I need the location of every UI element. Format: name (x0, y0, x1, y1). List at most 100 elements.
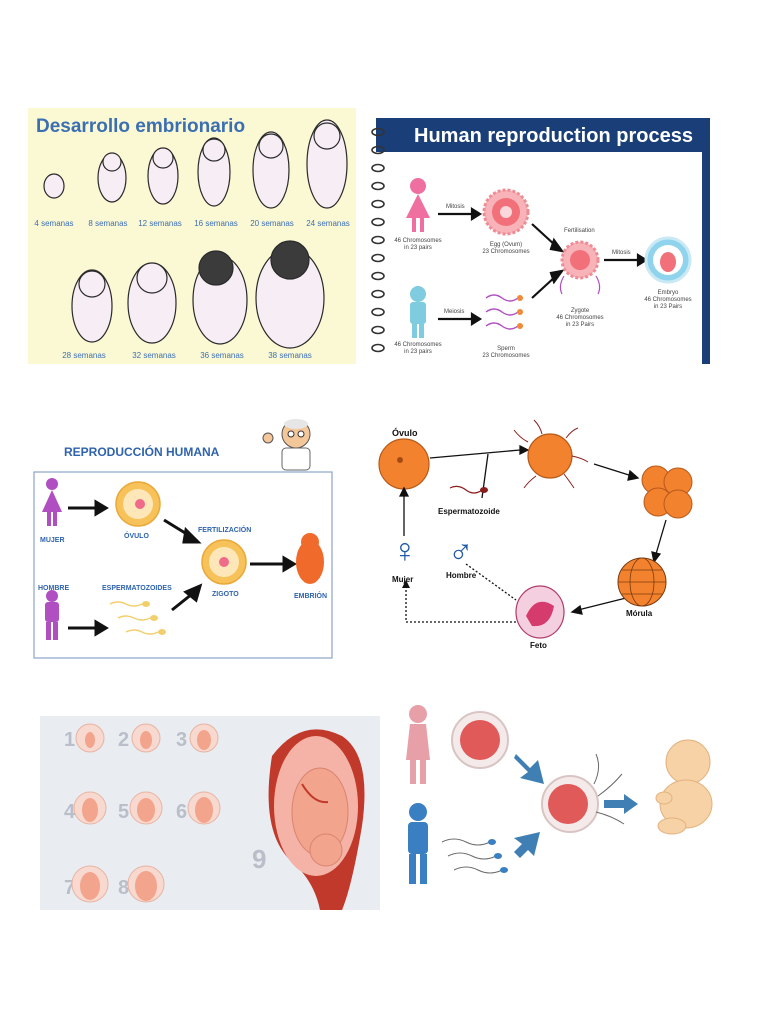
male-symbol-icon: ♂ (448, 532, 474, 570)
ovulo-cell (378, 438, 430, 490)
zygote-label: in 23 Pairs (566, 322, 594, 328)
stage-label: 16 semanas (194, 219, 238, 228)
fertilizacion-label: FERTILIZACIÓN (198, 525, 251, 534)
stage-label: 24 semanas (306, 219, 350, 228)
stage-label: 20 semanas (250, 219, 294, 228)
sperm-label: 23 Chromosomes (482, 353, 529, 359)
embryo-label: 46 Chromosomes (644, 297, 691, 303)
stage-label: 8 semanas (88, 219, 127, 228)
month-number: 3 (176, 729, 187, 751)
panel-title: REPRODUCCIÓN HUMANA (64, 444, 220, 459)
panel-title: Human reproduction process (414, 125, 693, 147)
stage-label: 12 semanas (138, 219, 182, 228)
woman-icon (42, 478, 62, 526)
embryo-4-weeks (43, 173, 65, 199)
month-number: 9 (252, 844, 266, 874)
man-icon (45, 590, 59, 640)
man-icon (408, 803, 428, 884)
zygote-label: Zygote (571, 308, 590, 314)
embryo-label: in 23 Pairs (654, 304, 682, 310)
espermatozoide-label: Espermatozoide (438, 507, 500, 516)
right-border (702, 118, 710, 364)
embryonic-development-figure: Desarrollo embrionario 4 semanas 8 seman… (28, 108, 356, 364)
stage-label: 28 semanas (62, 351, 106, 360)
notebook-background (368, 114, 712, 366)
zygote-label: 46 Chromosomes (556, 315, 603, 321)
ovulo-label: Óvulo (392, 427, 418, 438)
mitosis-label: Mitosis (612, 250, 631, 256)
sperm-cells (485, 294, 519, 330)
fertilization-panel (398, 700, 728, 890)
female-icon (406, 178, 430, 232)
egg-to-zygote-arrow (531, 223, 557, 247)
ciclo-panel: Óvulo Esperma (370, 416, 702, 656)
fetal-months-figure: 1 2 3 4 5 6 7 8 9 (40, 716, 380, 910)
female-symbol-icon: ♀ (392, 532, 418, 570)
month-number: 5 (118, 801, 129, 823)
panel-title: Desarrollo embrionario (36, 116, 245, 137)
morula (617, 557, 667, 607)
human-reproduction-figure: Human reproduction process 46 Chromosome… (368, 114, 712, 366)
feto-label: Feto (530, 641, 547, 650)
ovulo-label: ÓVULO (124, 531, 149, 540)
mitosis-label: Mitosis (446, 204, 465, 210)
sperm-cells (441, 838, 503, 874)
female-chromosome-label: 46 Chromosomes (394, 238, 441, 244)
sperm-cells (109, 601, 159, 635)
baby-figure (655, 739, 713, 835)
spiral-binding (371, 127, 385, 353)
male-icon (410, 286, 426, 338)
egg-label: 23 Chromosomes (482, 249, 529, 255)
month-number: 4 (64, 801, 76, 823)
month-number: 8 (118, 877, 129, 899)
meiosis-label: Meiosis (444, 309, 464, 315)
stage-label: 4 semanas (34, 219, 73, 228)
embryo-cell (644, 236, 692, 284)
process-arrows (514, 754, 638, 858)
hombre-label: Hombre (446, 571, 477, 580)
embrion-figure (296, 533, 324, 584)
month-number: 1 (64, 729, 75, 751)
feto (515, 585, 565, 639)
ciclo-figure: Óvulo Esperma (370, 416, 702, 656)
sperm-icon (449, 485, 483, 494)
stage-label: 36 semanas (200, 351, 244, 360)
hombre-label: HOMBRE (38, 585, 69, 592)
fertilized-egg (541, 753, 625, 833)
espermatozoides-label: ESPERMATOZOIDES (102, 585, 172, 592)
four-cell-stage (641, 465, 693, 519)
male-chromosome-label: 46 Chromosomes (394, 342, 441, 348)
stage-label: 32 semanas (132, 351, 176, 360)
egg-cell (482, 188, 530, 236)
fetus-stages (80, 730, 213, 901)
sperm-to-zygote-arrow (531, 275, 557, 299)
sperm-label: Sperm (497, 346, 515, 352)
ovulo-cell (115, 481, 161, 527)
female-chromosome-label: in 23 pairs (404, 245, 432, 251)
zigoto-label: ZIGOTO (212, 591, 239, 598)
zigoto-cell (201, 539, 247, 585)
mujer-label: MUJER (40, 537, 65, 544)
egg-cell (451, 711, 509, 769)
woman-icon (406, 705, 430, 784)
stage-label: 38 semanas (268, 351, 312, 360)
embryo-label: Embryo (658, 290, 679, 296)
reproduccion-humana-figure: REPRODUCCIÓN HUMANA MUJER HOMBRE (30, 412, 336, 662)
mujer-label: Mujer (392, 575, 413, 584)
month-number: 7 (64, 877, 75, 899)
fetal-months-panel: 1 2 3 4 5 6 7 8 9 (40, 716, 380, 910)
morula-label: Mórula (626, 609, 653, 618)
embryonic-development-panel: Desarrollo embrionario 4 semanas 8 seman… (28, 108, 356, 364)
embrion-label: EMBRIÓN (294, 591, 327, 600)
womb-with-fetus (268, 729, 365, 910)
reproduccion-humana-panel: REPRODUCCIÓN HUMANA MUJER HOMBRE (30, 412, 336, 662)
fertilization-figure (398, 700, 728, 890)
zygote-cell (559, 240, 601, 295)
male-chromosome-label: in 23 pairs (404, 349, 432, 355)
title-banner (376, 118, 710, 152)
month-number: 6 (176, 801, 187, 823)
month-number: 2 (118, 729, 129, 751)
human-reproduction-panel: Human reproduction process 46 Chromosome… (368, 114, 712, 366)
egg-label: Egg (Ovum) (490, 242, 522, 248)
fertilisation-label: Fertilisation (564, 228, 595, 234)
